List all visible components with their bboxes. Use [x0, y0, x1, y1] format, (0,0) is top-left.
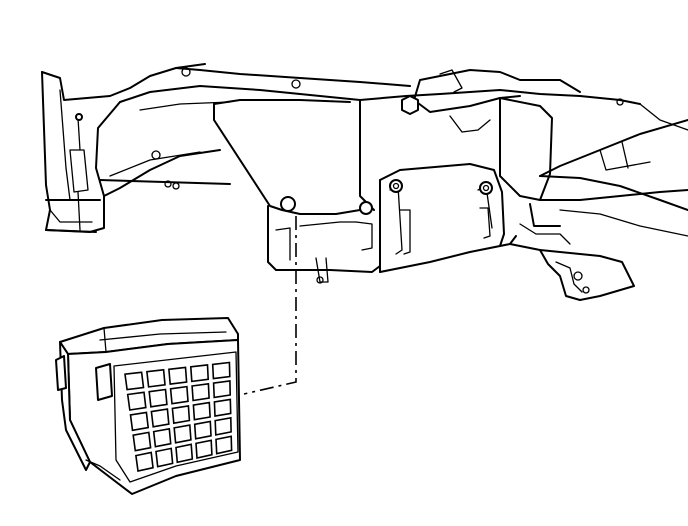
grille-cell: [146, 368, 166, 388]
battery-grille: [124, 361, 233, 472]
grille-cell: [171, 404, 191, 425]
grille-cell: [124, 371, 145, 391]
grille-cell: [168, 366, 188, 385]
grille-cell: [195, 439, 213, 459]
left-frame-rail: [41, 63, 206, 233]
right-frame-bracket: [359, 69, 688, 237]
grille-cell: [215, 435, 233, 455]
grille-cell: [148, 388, 168, 408]
grille-cell: [193, 420, 212, 440]
grille-cell: [214, 416, 232, 436]
grille-cell: [175, 443, 194, 464]
lower-right-bracket: [509, 203, 635, 301]
grille-cell: [129, 411, 150, 432]
grille-cell: [155, 447, 174, 468]
upper-crossmember: [99, 67, 411, 197]
grille-cell: [189, 364, 210, 383]
grille-cell: [212, 379, 232, 399]
battery-tray-bracket: [213, 99, 517, 284]
grille-cell: [169, 385, 189, 405]
grille-cell: [213, 398, 232, 418]
grille-cell: [152, 427, 172, 448]
grille-cell: [173, 424, 192, 444]
grille-cell: [132, 431, 152, 452]
grille-cell: [192, 401, 211, 421]
callout-leader-line: [243, 216, 297, 395]
grille-cell: [135, 451, 154, 472]
grille-cell: [211, 361, 231, 380]
grille-cell: [191, 382, 210, 402]
grille-cell: [126, 391, 147, 411]
grille-cell: [150, 408, 170, 428]
